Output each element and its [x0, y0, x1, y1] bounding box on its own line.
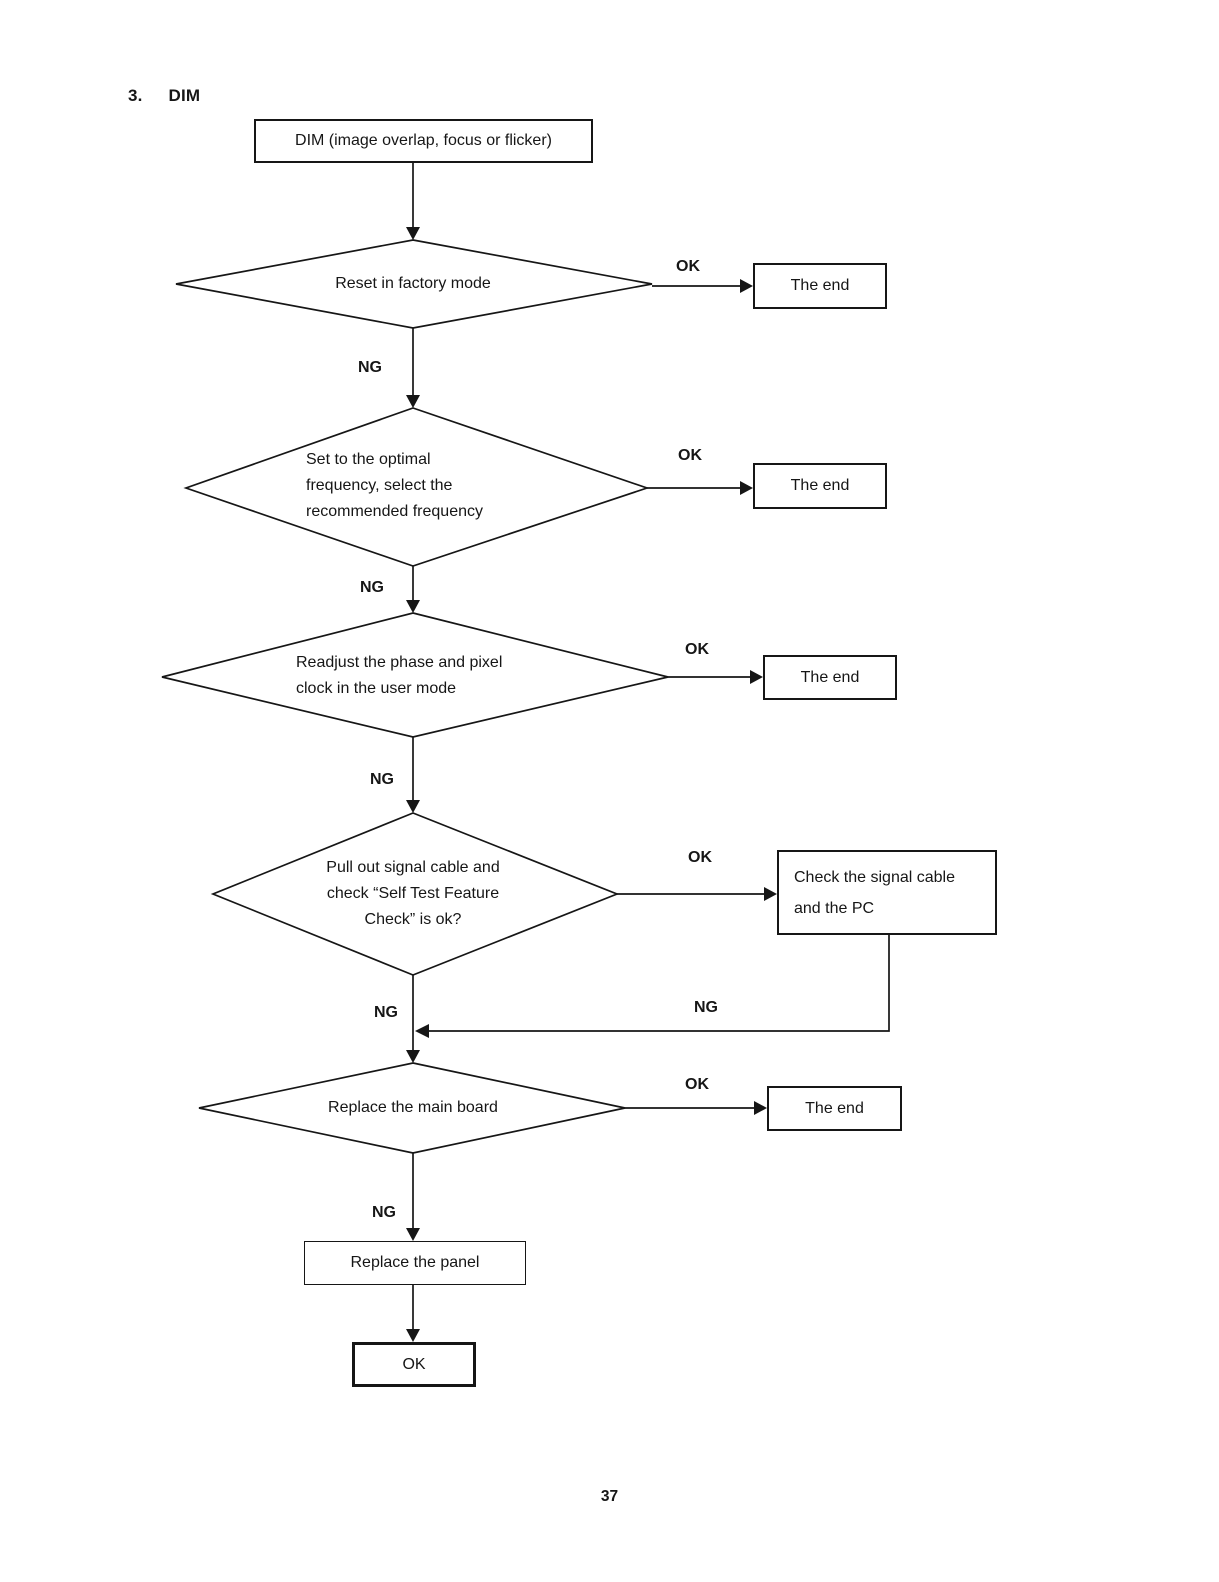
check-signal-line: and the PC [794, 900, 875, 917]
ok-terminal-node: OK [352, 1342, 476, 1387]
replace-panel-label: Replace the panel [350, 1254, 480, 1271]
ok-label-1: OK [676, 258, 700, 275]
ok-label-2: OK [678, 447, 702, 464]
arrowhead-down-icon [406, 600, 420, 613]
ok-terminal-label: OK [402, 1355, 426, 1373]
ng-label-3: NG [370, 771, 394, 788]
end-node-label: The end [790, 277, 850, 294]
check-signal-node: Check the signal cable and the PC [777, 850, 997, 935]
ok-label-5: OK [685, 1076, 709, 1093]
decision-3-text-line: Readjust the phase and pixel [296, 654, 503, 671]
arrowhead-down-icon [406, 395, 420, 408]
decision-2-shape [183, 407, 650, 567]
ng-label-4: NG [374, 1004, 398, 1021]
end-node-3: The end [763, 655, 897, 700]
decision-3-text: Readjust the phase and pixel clock in th… [296, 650, 596, 702]
check-signal-line: Check the signal cable [794, 869, 955, 886]
arrowhead-down-icon [406, 1228, 420, 1241]
decision-4-text-line: check “Self Test Feature [326, 885, 500, 902]
decision-2-text-line: recommended frequency [306, 503, 483, 520]
page-title: 3. DIM [128, 86, 200, 106]
decision-3-shape [161, 612, 669, 738]
decision-1-shape [175, 239, 653, 329]
arrowhead-right-icon [740, 481, 753, 495]
end-node-1: The end [753, 263, 887, 309]
arrowhead-right-icon [740, 279, 753, 293]
end-node-label: The end [800, 668, 860, 686]
decision-4-text-line: Pull out signal cable and [326, 859, 500, 876]
decision-2-text-line: frequency, select the [306, 477, 453, 494]
arrowhead-down-icon [406, 800, 420, 813]
ng-label-1: NG [358, 359, 382, 376]
decision-1-text: Reset in factory mode [335, 275, 491, 292]
decision-3-text-line: clock in the user mode [296, 680, 457, 697]
end-node-label: The end [805, 1099, 864, 1117]
decision-5-text: Replace the main board [328, 1099, 498, 1116]
page-number: 37 [600, 1488, 619, 1505]
arrowhead-right-icon [764, 887, 777, 901]
connector-check-ng-merge [429, 935, 890, 1032]
start-node-label: DIM (image overlap, focus or flicker) [295, 132, 552, 149]
start-node: DIM (image overlap, focus or flicker) [254, 119, 593, 163]
ok-label-4: OK [688, 849, 712, 866]
decision-5-shape [198, 1062, 626, 1154]
decision-2-text: Set to the optimal frequency, select the… [306, 447, 556, 525]
section-title: DIM [168, 86, 201, 105]
end-node-5: The end [767, 1086, 902, 1131]
ng-label-merge: NG [694, 999, 718, 1016]
end-node-2: The end [753, 463, 887, 509]
ng-label-5: NG [372, 1204, 396, 1221]
end-node-label: The end [790, 477, 850, 494]
decision-4-text: Pull out signal cable and check “Self Te… [253, 855, 573, 933]
decision-4-text-line: Check” is ok? [364, 911, 462, 928]
section-number: 3. [128, 86, 143, 105]
arrowhead-right-icon [754, 1101, 767, 1115]
ng-label-2: NG [360, 579, 384, 596]
arrowhead-right-icon [750, 670, 763, 684]
replace-panel-node: Replace the panel [304, 1241, 526, 1285]
arrowhead-down-icon [406, 1050, 420, 1063]
ok-label-3: OK [685, 641, 709, 658]
decision-2-text-line: Set to the optimal [306, 451, 431, 468]
arrowhead-left-icon [415, 1024, 429, 1038]
decision-4-shape [210, 812, 620, 976]
arrowhead-down-icon [406, 227, 420, 240]
arrowhead-down-icon [406, 1329, 420, 1342]
